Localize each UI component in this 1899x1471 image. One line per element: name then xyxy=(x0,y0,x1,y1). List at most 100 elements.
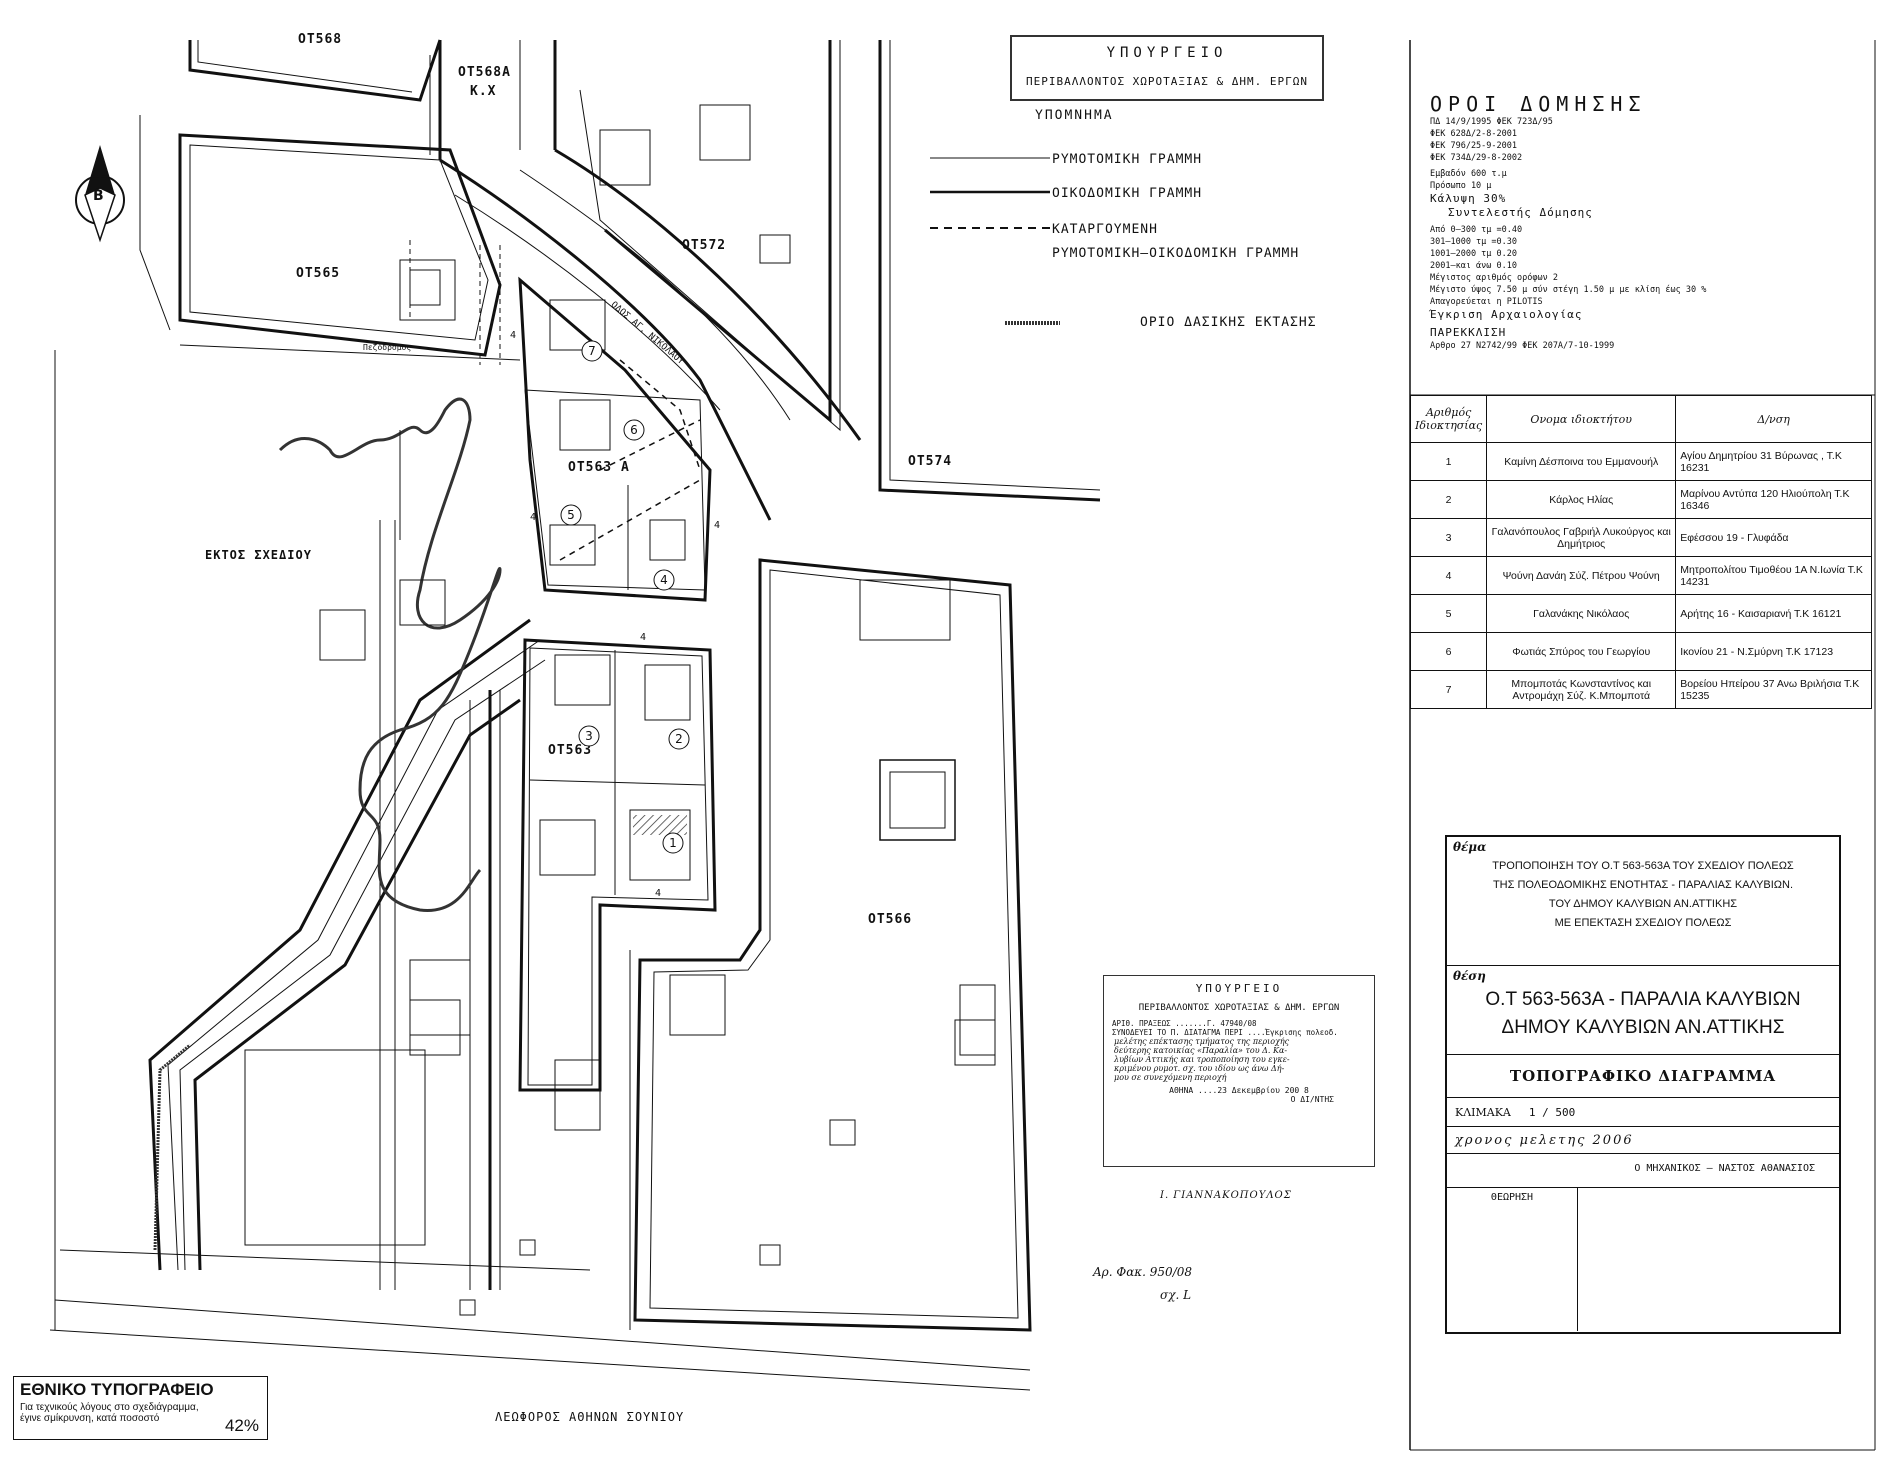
approval-signature: Ι. ΓΙΑΝΝΑΚΟΠΟΥΛΟΣ xyxy=(1160,1190,1292,1201)
imprint-text: Για τεχνικούς λόγους στο σχεδιάγραμμα, xyxy=(20,1402,199,1413)
block-ot572 xyxy=(579,40,841,432)
owner-name-cell: Γαλανόπουλος Γαβριήλ Λυκούργος και Δημήτ… xyxy=(1486,518,1677,557)
setback-label: 4 xyxy=(655,888,662,899)
owner-name-cell: Γαλανάκης Νικόλαος xyxy=(1486,594,1677,633)
owner-address-cell: Βορείου Ηπείρου 37 Ανω Βριλήσια Τ.Κ 1523… xyxy=(1675,670,1872,709)
label-ot566: ΟΤ566 xyxy=(868,912,913,927)
block-ot563 xyxy=(518,638,717,1092)
approval-text: μου σε συνεχόμενη περιοχή xyxy=(1114,1073,1227,1082)
terms-coef-line: 2001–και άνω 0.10 xyxy=(1430,261,1517,271)
subject-line: ΜΕ ΕΠΕΚΤΑΣΗ ΣΧΕΔΙΟΥ ΠΟΛΕΩΣ xyxy=(1554,917,1732,929)
location-line: Ο.Τ 563-563Α - ΠΑΡΑΛΙΑ ΚΑΛΥΒΙΩΝ xyxy=(1485,989,1801,1010)
setback-label: 4 xyxy=(640,632,647,643)
legend-item-building-line: ΟΙΚΟΔΟΜΙΚΗ ΓΡΑΜΜΗ xyxy=(1052,186,1203,201)
legend-title: ΥΠΟΜΝΗΜΑ xyxy=(1035,108,1114,123)
setback-label: 4 xyxy=(714,520,721,531)
terms-coef-line: Μέγιστο ύψος 7.50 μ σύν στέγη 1.50 μ με … xyxy=(1430,285,1707,295)
terms-coef-line: Απαγορεύεται η PILOTIS xyxy=(1430,297,1543,307)
left-road xyxy=(54,240,521,1330)
approval-text: ΣΥΝΟΔΕΥΕΙ ΤΟ Π. ΔΙΑΤΑΓΜΑ ΠΕΡΙ ....Έγκρισ… xyxy=(1112,1028,1338,1037)
owner-num-cell: 5 xyxy=(1409,594,1488,633)
title-block-engineer: Ο ΜΗΧΑΝΙΚΟΣ – ΝΑΣΤΟΣ ΑΘΑΝΑΣΙΟΣ xyxy=(1447,1154,1839,1182)
terms-line: Εμβαδόν 600 τ.μ xyxy=(1430,169,1507,179)
owner-num-cell: 3 xyxy=(1409,518,1488,557)
header-owner-name: Ονομα ιδιοκτήτου xyxy=(1486,395,1677,443)
terms-coef-line: Μέγιστος αριθμός ορόφων 2 xyxy=(1430,273,1558,283)
approval-text: μελέτης επέκτασης τμήματος της περιοχής xyxy=(1114,1037,1290,1046)
header-parcel-number: Αριθμός Ιδιοκτησίας xyxy=(1409,395,1488,443)
owner-address-cell: Ικονίου 21 - Ν.Σμύρνη Τ.Κ 17123 xyxy=(1675,632,1872,671)
terms-coef-line: Από 0–300 τμ =0.40 xyxy=(1430,225,1523,235)
label-pedestrian: Πεζόδρομος xyxy=(363,343,412,352)
approval-stamp-line2: ΠΕΡΙΒΑΛΛΟΝΤΟΣ ΧΩΡΟΤΑΞΙΑΣ & ΔΗΜ. ΕΡΓΩΝ xyxy=(1138,1003,1340,1013)
terms-coverage: Κάλυψη 30% xyxy=(1430,192,1507,205)
owner-name-cell: Κάρλος Ηλίας xyxy=(1486,480,1677,519)
terms-line: ΠΔ 14/9/1995 ΦΕΚ 723Δ/95 xyxy=(1430,117,1553,127)
owner-name-cell: Φωτιάς Σπύρος του Γεωργίου xyxy=(1486,632,1677,671)
owner-address-cell: Αγίου Δημητρίου 31 Βύρωνας , Τ.Κ 16231 xyxy=(1675,442,1872,481)
top-roads xyxy=(139,39,557,331)
approval-stamp-line1: ΥΠΟΥΡΓΕΙΟ xyxy=(1195,982,1283,995)
scale-label: ΚΛΙΜΑΚΑ xyxy=(1455,1105,1511,1119)
imprint-text: έγινε σμίκρυνση, κατά ποσοστό xyxy=(20,1413,160,1424)
review-box: ΘΕΩΡΗΣΗ xyxy=(1447,1187,1578,1331)
ministry-stamp-line2: ΠΕΡΙΒΑΛΛΟΝΤΟΣ ΧΩΡΟΤΑΞΙΑΣ & ΔΗΜ. ΕΡΓΩΝ xyxy=(1025,75,1309,88)
ministry-stamp: ΥΠΟΥΡΓΕΙΟ ΠΕΡΙΒΑΛΛΟΝΤΟΣ ΧΩΡΟΤΑΞΙΑΣ & ΔΗΜ… xyxy=(1010,35,1324,101)
legend-item-abolished-line2: ΡΥΜΟΤΟΜΙΚΗ–ΟΙΚΟΔΟΜΙΚΗ ΓΡΑΜΜΗ xyxy=(1052,246,1300,261)
file-note-line2: σχ. L xyxy=(1160,1288,1192,1302)
block-ot565 xyxy=(178,133,502,357)
approval-protocol: ΑΡΙΘ. ΠΡΑΞΕΩΣ .......Γ. 47940/08 xyxy=(1112,1019,1257,1028)
label-ot574: ΟΤ574 xyxy=(908,454,953,469)
terms-line: ΦΕΚ 796/25-9-2001 xyxy=(1430,141,1517,151)
approval-text: κριμένου ρυμοτ. σχ. του ιδίου ως άνω Δή- xyxy=(1114,1064,1285,1073)
owner-name-cell: Καμίνη Δέσποινα του Εμμανουήλ xyxy=(1486,442,1677,481)
owner-address-cell: Μαρίνου Αντύπα 120 Ηλιούπολη Τ.Κ 16346 xyxy=(1675,480,1872,519)
owners-table: Αριθμός Ιδιοκτησίας Ονομα ιδιοκτήτου Δ/ν… xyxy=(1409,395,1872,709)
diagonal-road xyxy=(148,520,546,1290)
north-arrow-icon xyxy=(75,145,125,243)
owner-address-cell: Μητροπολίτου Τιμοθέου 1Α Ν.Ιωνία Τ.Κ 142… xyxy=(1675,556,1872,595)
owner-name-cell: Ψούνη Δανάη Σύζ. Πέτρου Ψούνη xyxy=(1486,556,1677,595)
approval-place-date: ΑΘΗΝΑ ....23 Δεκεμβρίου 200 8 xyxy=(1169,1086,1309,1095)
label-ot568: ΟΤ568 xyxy=(298,32,343,47)
approval-stamp: ΥΠΟΥΡΓΕΙΟ ΠΕΡΙΒΑΛΛΟΝΤΟΣ ΧΩΡΟΤΑΞΙΑΣ & ΔΗΜ… xyxy=(1103,975,1375,1167)
header-address: Δ/νση xyxy=(1675,395,1872,443)
legend-item-abolished: ΚΑΤΑΡΓΟΥΜΕΝΗ xyxy=(1052,222,1158,237)
owner-num-cell: 2 xyxy=(1409,480,1488,519)
label-outside-plan: ΕΚΤΟΣ ΣΧΕΔΙΟΥ xyxy=(205,548,312,562)
label-ot563a: ΟΤ563 Α xyxy=(568,460,630,475)
label-ot572: ΟΤ572 xyxy=(682,238,727,253)
legend-item-building-line-road: ΡΥΜΟΤΟΜΙΚΗ ΓΡΑΜΜΗ xyxy=(1052,152,1203,167)
owner-address-cell: Αρήτης 16 - Καισαριανή Τ.Κ 16121 xyxy=(1675,594,1872,633)
title-block-study-time: χρονος μελετης 2006 xyxy=(1447,1127,1839,1154)
terms-coef-line: 1001–2000 τμ 0.20 xyxy=(1430,249,1517,259)
owner-name-cell: Μπομποτάς Κωνσταντίνος και Αντρομάχη Σύζ… xyxy=(1486,670,1677,709)
building-terms-title: ΟΡΟΙ ΔΟΜΗΣΗΣ xyxy=(1430,92,1647,116)
building-terms: ΟΡΟΙ ΔΟΜΗΣΗΣ ΠΔ 14/9/1995 ΦΕΚ 723Δ/95 ΦΕ… xyxy=(1430,92,1860,352)
label-ot563: ΟΤ563 xyxy=(548,743,593,758)
file-note-line1: Αρ. Φακ. 950/08 xyxy=(1093,1265,1193,1279)
title-block-drawing-title: ΤΟΠΟΓΡΑΦΙΚΟ ΔΙΑΓΡΑΜΜΑ xyxy=(1447,1055,1839,1098)
engineer-name: Ο ΜΗΧΑΝΙΚΟΣ – ΝΑΣΤΟΣ ΑΘΑΝΑΣΙΟΣ xyxy=(1634,1162,1815,1174)
title-block-scale: ΚΛΙΜΑΚΑ 1 / 500 xyxy=(1447,1098,1839,1127)
owners-table-header: Αριθμός Ιδιοκτησίας Ονομα ιδιοκτήτου Δ/ν… xyxy=(1409,395,1872,443)
approval-text: λυβίων Αττικής και τροποποίηση του εγκε- xyxy=(1114,1055,1290,1064)
owner-address-cell: Εφέσσου 19 - Γλυφάδα xyxy=(1675,518,1872,557)
label-avenue: ΛΕΩΦΟΡΟΣ ΑΘΗΝΩΝ ΣΟΥΝΙΟΥ xyxy=(495,1410,685,1424)
setback-label: 4 xyxy=(510,330,517,341)
review-label: ΘΕΩΡΗΣΗ xyxy=(1490,1192,1534,1203)
block-ot563a xyxy=(518,276,712,602)
subject-line: ΤΟΥ ΔΗΜΟΥ ΚΑΛΥΒΙΩΝ ΑΝ.ΑΤΤΙΚΗΣ xyxy=(1548,898,1738,910)
terms-line: ΦΕΚ 628Δ/2-8-2001 xyxy=(1430,129,1517,139)
block-ot574 xyxy=(878,40,1101,502)
north-arrow-letter: Β xyxy=(93,188,104,204)
national-printing-office-box: ΕΘΝΙΚΟ ΤΥΠΟΓΡΑΦΕΙΟ Για τεχνικούς λόγους … xyxy=(13,1376,268,1440)
owner-num-cell: 7 xyxy=(1409,670,1488,709)
terms-coefficient: Συντελεστής Δόμησης xyxy=(1448,206,1593,219)
